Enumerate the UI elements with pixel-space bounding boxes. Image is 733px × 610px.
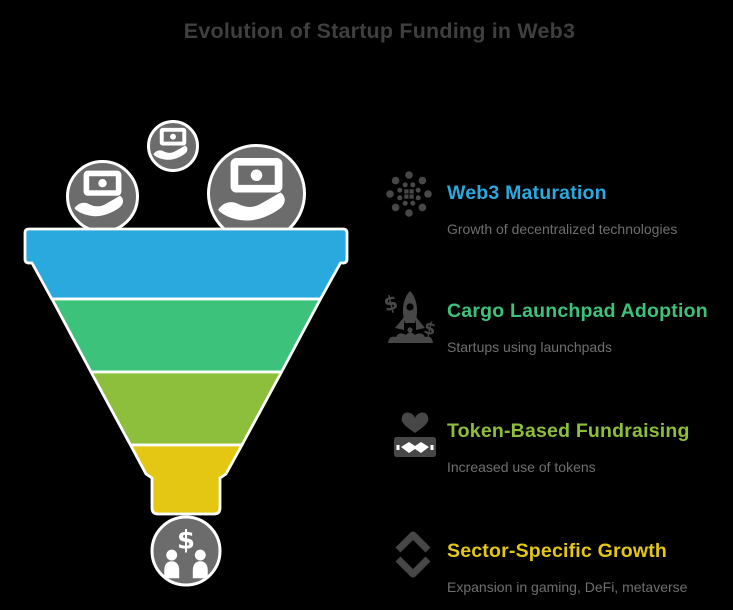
svg-text:$: $ xyxy=(422,318,437,340)
legend-item-sector-growth: Sector-Specific Growth Expansion in gami… xyxy=(385,524,725,610)
legend-item-cargo-launchpad: $ $ Cargo Launchpad Adoption Startups us… xyxy=(383,284,725,394)
legend-description: Expansion in gaming, DeFi, metaverse xyxy=(447,579,688,595)
svg-text:$: $ xyxy=(177,525,195,555)
legend-item-token-fundraising: Token-Based Fundraising Increased use of… xyxy=(385,404,725,514)
hand-money-circle-small-icon xyxy=(147,120,199,172)
decentralized-network-icon xyxy=(386,171,432,217)
page-title: Evolution of Startup Funding in Web3 xyxy=(183,19,576,43)
legend-heading: Web3 Maturation xyxy=(447,182,607,204)
hand-money-circle-right-icon xyxy=(207,144,306,243)
legend-heading: Sector-Specific Growth xyxy=(447,540,668,562)
legend-heading: Cargo Launchpad Adoption xyxy=(447,300,708,322)
hand-money-circle-left-icon xyxy=(66,160,139,233)
legend-description: Growth of decentralized technologies xyxy=(447,221,678,237)
heart-handshake-money-icon xyxy=(394,412,436,457)
people-dollar-exchange-circle-icon: $ xyxy=(150,515,222,587)
funnel-segment-sector-growth xyxy=(129,443,244,516)
up-down-chevrons-icon xyxy=(395,531,431,578)
funnel-segment-web3-maturation xyxy=(23,227,349,301)
legend-item-web3-maturation: Web3 Maturation Growth of decentralized … xyxy=(385,166,725,276)
legend-heading: Token-Based Fundraising xyxy=(447,420,690,442)
rocket-launchpad-icon: $ $ xyxy=(383,290,437,343)
legend-description: Startups using launchpads xyxy=(447,339,612,355)
funnel-segment-cargo-launchpad xyxy=(50,297,322,374)
funnel-segment-token-fundraising xyxy=(89,370,283,447)
funnel-diagram: $ xyxy=(23,120,349,587)
svg-text:$: $ xyxy=(383,290,400,317)
legend-description: Increased use of tokens xyxy=(447,459,596,475)
